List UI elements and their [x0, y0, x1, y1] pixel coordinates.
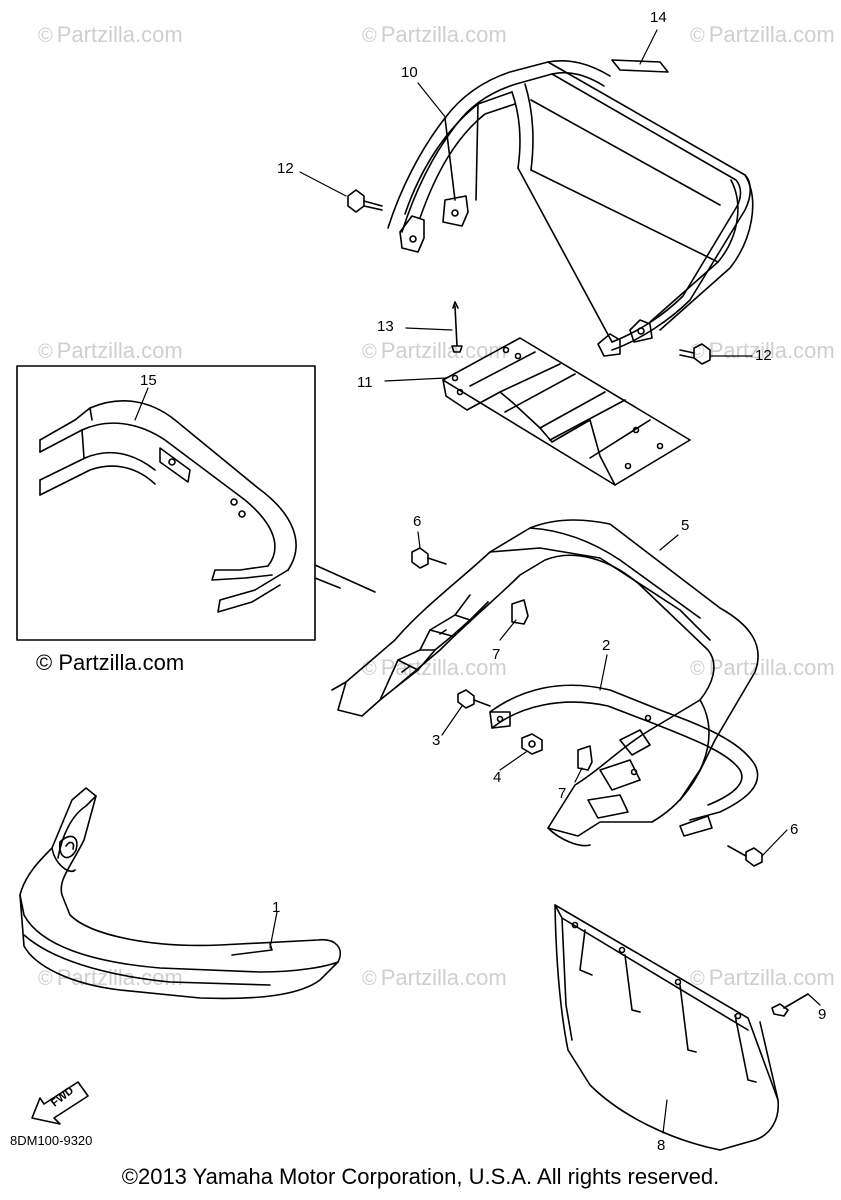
- bolt-12-left: [347, 189, 383, 213]
- fwd-arrow-icon: [31, 1081, 89, 1125]
- callout-12-right: 12: [755, 347, 772, 364]
- copyright-notice: ©2013 Yamaha Motor Corporation, U.S.A. A…: [121, 1164, 720, 1189]
- diagram-code: 8DM100-9320: [10, 1133, 93, 1148]
- callout-15: 15: [140, 372, 157, 389]
- callout-1: 1: [272, 899, 281, 916]
- callout-14: 14: [650, 9, 667, 26]
- callout-3: 3: [432, 732, 441, 749]
- watermark: ©Partzilla.com: [690, 22, 835, 47]
- watermark: ©Partzilla.com: [690, 965, 835, 990]
- mud-flap: [554, 904, 780, 1151]
- rivet-13: [451, 301, 463, 353]
- rear-rack-frame: [387, 59, 754, 357]
- rivet-9: [771, 993, 809, 1017]
- watermark: ©Partzilla.com: [362, 22, 507, 47]
- callout-13: 13: [377, 318, 394, 335]
- watermark: ©Partzilla.com: [362, 338, 507, 363]
- bolt-3: [457, 689, 491, 709]
- callout-6-lower: 6: [790, 821, 799, 838]
- bolt-6-lower: [727, 845, 763, 867]
- callout-7-lower: 7: [558, 785, 567, 802]
- callout-7-upper: 7: [492, 646, 501, 663]
- bolt-12-right: [679, 343, 711, 365]
- callout-5: 5: [681, 517, 690, 534]
- watermark: ©Partzilla.com: [690, 655, 835, 680]
- inner-bar: [489, 684, 759, 837]
- watermark: ©Partzilla.com: [38, 22, 183, 47]
- front-bumper: [19, 787, 342, 1000]
- callout-4: 4: [493, 769, 502, 786]
- leader-lines: [134, 29, 821, 1134]
- callout-11: 11: [357, 374, 373, 391]
- callout-9: 9: [818, 1006, 827, 1023]
- inset-copyright: © Partzilla.com: [36, 650, 185, 675]
- callout-8: 8: [657, 1137, 666, 1154]
- label-plate: [611, 59, 669, 73]
- nut-4: [521, 733, 543, 755]
- callout-2: 2: [602, 637, 611, 654]
- inset-box: [16, 365, 376, 641]
- clip-7-lower: [577, 745, 593, 771]
- watermark: ©Partzilla.com: [38, 965, 183, 990]
- watermark: ©Partzilla.com: [362, 965, 507, 990]
- callout-6-upper: 6: [413, 513, 422, 530]
- rack-plate: [442, 337, 691, 486]
- watermark: ©Partzilla.com: [38, 338, 183, 363]
- clip-7-upper: [511, 599, 529, 625]
- grab-bar-frame: [331, 519, 759, 847]
- callout-12-left: 12: [277, 160, 294, 177]
- bolt-6-upper: [411, 547, 447, 569]
- callout-10: 10: [401, 64, 418, 81]
